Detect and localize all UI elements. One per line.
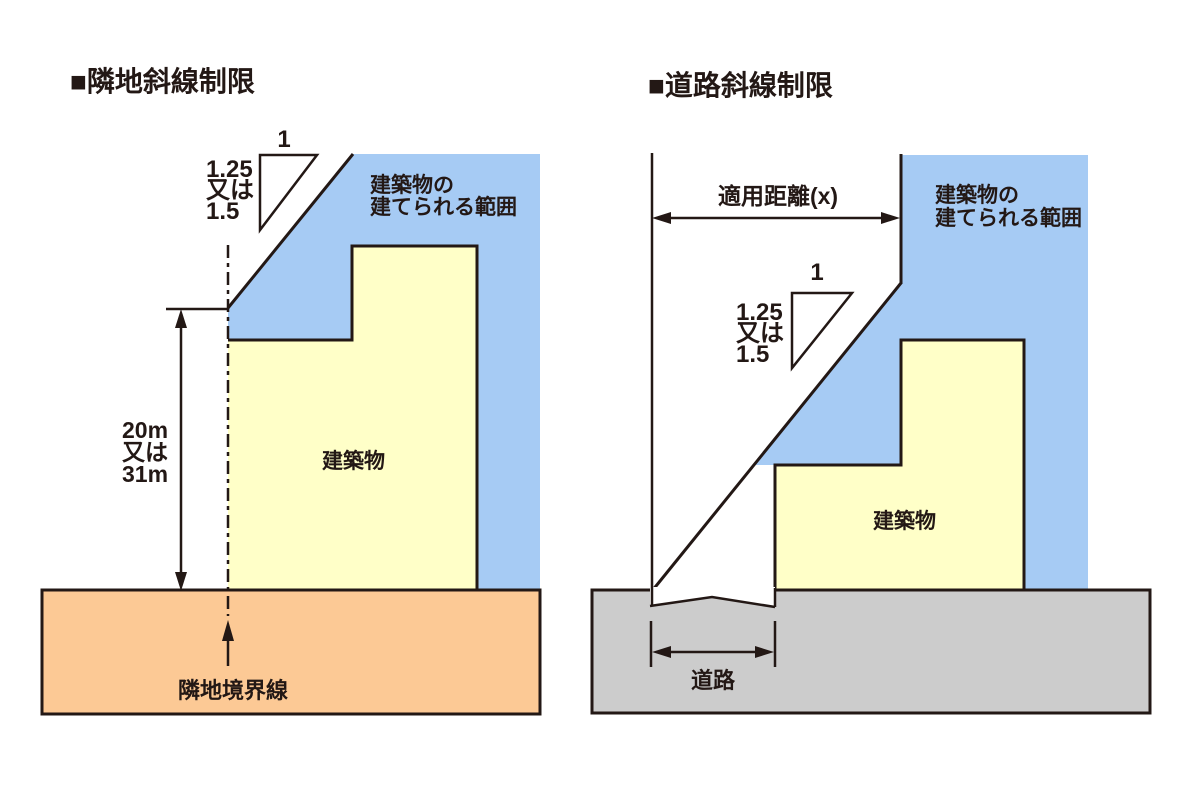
right-allowed-range-label-line2: 建てられる範囲 xyxy=(935,206,1082,230)
road-break-zigzag xyxy=(649,595,776,609)
left-slope-run-label: 1 xyxy=(277,126,290,153)
right-slope-run-label: 1 xyxy=(810,259,823,286)
left-allowed-range-label-line1: 建築物の xyxy=(370,173,454,197)
left-height-label-line1: 20m xyxy=(122,417,168,443)
left-height-arrowhead-up xyxy=(175,309,187,328)
left-slope-rise-label-3: 1.5 xyxy=(206,198,239,225)
left-height-label-line3: 31m xyxy=(122,461,168,487)
right-building-label: 建築物 xyxy=(873,509,936,533)
road-width-arrowhead-left xyxy=(652,646,671,658)
distance-arrowhead-left xyxy=(652,212,671,224)
left-slope-rise-label-2: 又は xyxy=(206,177,254,204)
right-title: ■道路斜線制限 xyxy=(648,69,833,101)
left-slope-rise-label-1: 1.25 xyxy=(206,156,253,183)
left-slope-line xyxy=(226,153,355,309)
distance-arrowhead-right xyxy=(881,212,900,224)
left-title: ■隣地斜線制限 xyxy=(70,65,255,97)
road-width-arrowhead-right xyxy=(755,646,774,658)
left-allowed-range-label-line2: 建てられる範囲 xyxy=(370,195,517,219)
right-slope-rise-label-2: 又は xyxy=(736,320,784,347)
left-boundary-label: 隣地境界線 xyxy=(178,678,288,703)
right-slope-rise-label-3: 1.5 xyxy=(736,341,769,368)
right-slope-ratio-triangle xyxy=(790,291,855,372)
right-allowed-range-label-line1: 建築物の xyxy=(935,183,1019,207)
left-slope-ratio-triangle xyxy=(258,153,320,234)
right-slope-line xyxy=(650,282,903,592)
left-building xyxy=(228,246,477,591)
distance-label: 適用距離(x) xyxy=(718,183,838,209)
road-diagram: ■道路斜線制限 1 1.25 又は 1.5 建築物の 建てられる範囲 建築物 適… xyxy=(590,69,1152,715)
left-building-label: 建築物 xyxy=(322,449,385,473)
right-building xyxy=(773,338,1026,593)
adjacent-lot-ground xyxy=(40,588,542,716)
road-label: 道路 xyxy=(691,668,736,693)
right-slope-rise-label-1: 1.25 xyxy=(736,299,783,326)
left-height-arrowhead-down xyxy=(175,572,187,591)
left-height-label-line2: 又は xyxy=(122,439,168,465)
adjacent-lot-diagram: ■隣地斜線制限 1 1.25 又は 1.5 建築物の 建てられる範囲 建築物 2… xyxy=(40,65,542,716)
left-boundary-arrowhead xyxy=(222,620,234,641)
